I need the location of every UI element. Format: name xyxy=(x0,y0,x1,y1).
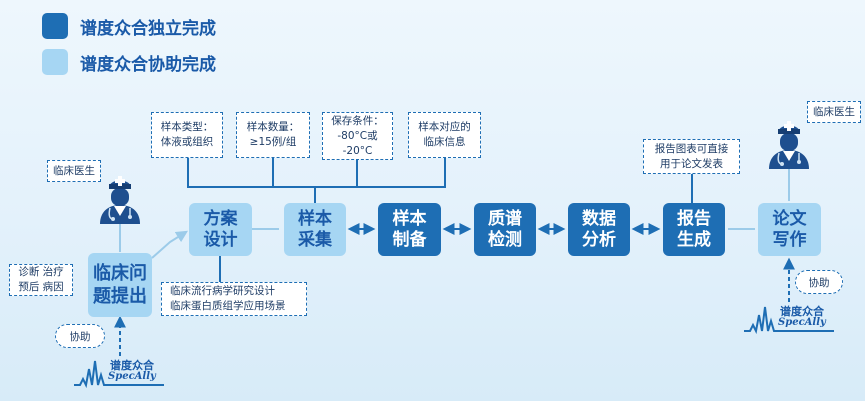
sample-notes-bracket xyxy=(187,158,446,188)
brand-en: SpecAlly xyxy=(778,317,826,328)
legend-label-assisted: 谱度众合协助完成 xyxy=(80,54,216,75)
step-report: 报告 生成 xyxy=(663,203,725,256)
step-sampling: 样本 采集 xyxy=(284,203,346,256)
sample-note-clinical-info: 样本对应的 临床信息 xyxy=(408,112,481,158)
doctor-icon xyxy=(769,121,809,169)
sample-note-type: 样本类型： 体液或组织 xyxy=(151,112,223,158)
legend-item-independent: 谱度众合独立完成 xyxy=(42,13,216,39)
specally-logo: 谱度众合 SpecAlly xyxy=(744,301,834,335)
step-preparation: 样本 制备 xyxy=(378,203,441,256)
left-doctor-label: 临床医生 xyxy=(47,160,101,182)
right-doctor-label: 临床医生 xyxy=(807,101,861,123)
legend-swatch-light xyxy=(42,49,68,75)
design-note: 临床流行病学研究设计 临床蛋白质组学应用场景 xyxy=(161,282,307,316)
connector-question-design xyxy=(151,230,189,259)
assist-pill-right: 协助 xyxy=(795,270,843,294)
step-clinical-question: 临床问 题提出 xyxy=(88,253,152,317)
legend-item-assisted: 谱度众合协助完成 xyxy=(42,49,216,75)
step-analysis: 数据 分析 xyxy=(568,203,630,256)
specally-logo: 谱度众合 SpecAlly xyxy=(74,355,164,389)
sample-note-count: 样本数量： ≥15例/组 xyxy=(236,112,310,158)
doctor-icon xyxy=(100,176,140,224)
brand-cn: 谱度众合 xyxy=(110,359,154,372)
step-ms-detection: 质谱 检测 xyxy=(474,203,536,256)
brand-cn: 谱度众合 xyxy=(780,305,824,318)
step-writing: 论文 写作 xyxy=(758,203,821,256)
report-note: 报告图表可直接 用于论文发表 xyxy=(643,139,740,174)
clinical-tags: 诊断 治疗 预后 病因 xyxy=(9,264,73,296)
brand-en: SpecAlly xyxy=(108,371,156,382)
legend-swatch-dark xyxy=(42,13,68,39)
step-design: 方案 设计 xyxy=(189,203,252,256)
legend-label-independent: 谱度众合独立完成 xyxy=(80,18,216,39)
assist-pill-left: 协助 xyxy=(55,324,105,348)
sample-note-storage: 保存条件： -80°C或 -20°C xyxy=(322,112,393,160)
